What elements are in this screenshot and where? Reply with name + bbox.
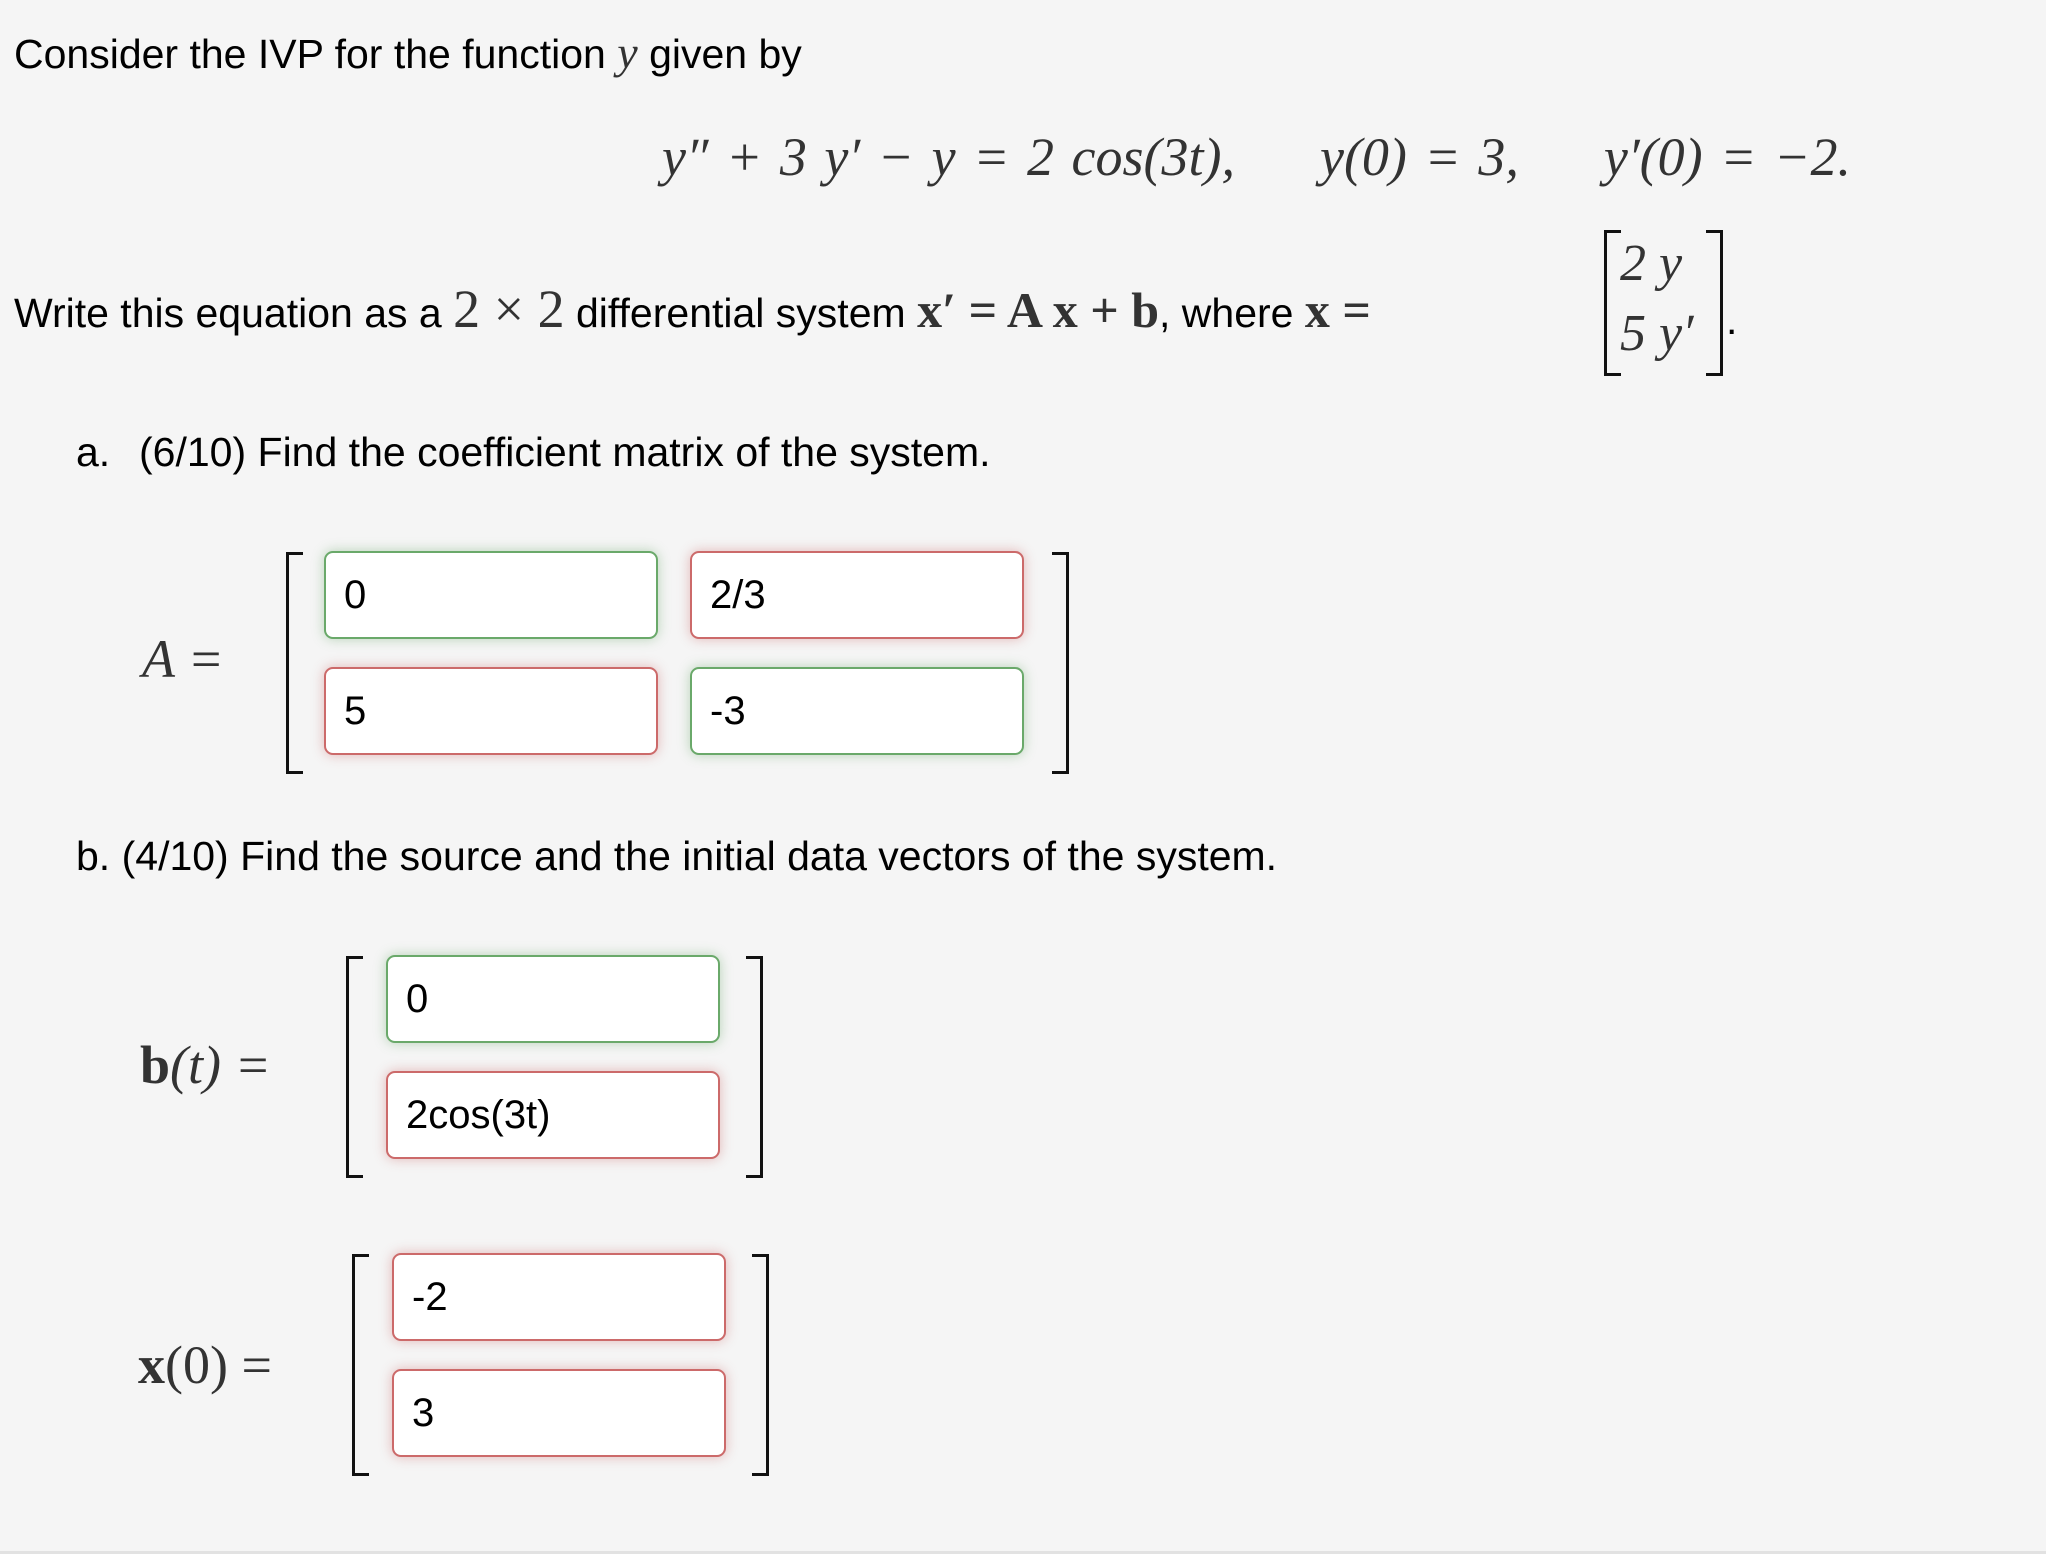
- x0-vector-entry-1[interactable]: -2: [392, 1253, 726, 1341]
- intro-text-after: given by: [649, 31, 802, 77]
- intro-text-before: Consider the IVP for the function: [14, 31, 606, 77]
- system-prompt-text2: differential system: [575, 290, 906, 336]
- matrix-a-entry-22[interactable]: -3: [690, 667, 1024, 755]
- bottom-divider: [0, 1551, 2046, 1554]
- b-lhs-rest: (t) =: [170, 1035, 271, 1095]
- system-prompt-text1: Write this equation as a: [14, 290, 442, 336]
- part-a-label: a.: [76, 429, 111, 475]
- system-equation: x′ = A x + b: [917, 282, 1160, 338]
- ivp-equation: y″ + 3 y′ − y = 2 cos(3t), y(0) = 3, y′(…: [662, 126, 1851, 188]
- x0-vector-right-bracket: [752, 1254, 769, 1476]
- initial-condition-y: y(0) = 3,: [1319, 127, 1519, 187]
- system-prompt-text3: , where: [1159, 290, 1294, 336]
- b-symbol: b: [140, 1035, 171, 1095]
- part-a-prompt: Find the coefficient matrix of the syste…: [257, 429, 991, 475]
- x0-vector-left-bracket: [352, 1254, 369, 1476]
- x0-vector-lhs: x(0) =: [138, 1334, 272, 1396]
- b-vector-right-bracket: [746, 956, 763, 1178]
- x0-vector-entry-2[interactable]: 3: [392, 1369, 726, 1457]
- part-b-heading: b. (4/10) Find the source and the initia…: [76, 836, 1277, 877]
- x-vector-right-bracket: [1706, 230, 1723, 376]
- matrix-a-entry-12[interactable]: 2/3: [690, 551, 1024, 639]
- part-b-score: (4/10): [121, 833, 229, 879]
- b-vector-left-bracket: [346, 956, 363, 1178]
- period: .: [1726, 297, 1738, 343]
- x-vector-entry-1: 2 y: [1620, 235, 1683, 292]
- system-dimension: 2 × 2: [453, 279, 565, 339]
- part-b-prompt: Find the source and the initial data vec…: [240, 833, 1278, 879]
- part-a-score: (6/10): [139, 429, 247, 475]
- x0-lhs-rest: (0) =: [165, 1335, 272, 1395]
- matrix-a-left-bracket: [286, 552, 303, 774]
- x-vector-left-bracket: [1604, 230, 1621, 376]
- initial-condition-yprime: y′(0) = −2.: [1603, 127, 1851, 187]
- b-vector-entry-1[interactable]: 0: [386, 955, 720, 1043]
- b-vector-lhs: b(t) =: [140, 1034, 271, 1096]
- b-vector-entry-2[interactable]: 2cos(3t): [386, 1071, 720, 1159]
- intro-variable: y: [617, 27, 638, 78]
- ode: y″ + 3 y′ − y = 2 cos(3t),: [662, 127, 1235, 187]
- matrix-a-lhs: A =: [142, 628, 224, 690]
- matrix-a-entry-11[interactable]: 0: [324, 551, 658, 639]
- matrix-a-right-bracket: [1052, 552, 1069, 774]
- x-definition: x =: [1304, 282, 1371, 338]
- x-symbol: x: [138, 1335, 165, 1395]
- matrix-a-entry-21[interactable]: 5: [324, 667, 658, 755]
- matrix-a-lhs-text: A =: [142, 629, 224, 689]
- intro-text: Consider the IVP for the function y give…: [14, 30, 802, 76]
- x-vector-entry-2: 5 y′: [1620, 305, 1694, 362]
- system-prompt: Write this equation as a 2 × 2 different…: [14, 282, 1371, 336]
- part-b-label: b.: [76, 833, 111, 879]
- part-a-heading: a. (6/10) Find the coefficient matrix of…: [76, 432, 991, 473]
